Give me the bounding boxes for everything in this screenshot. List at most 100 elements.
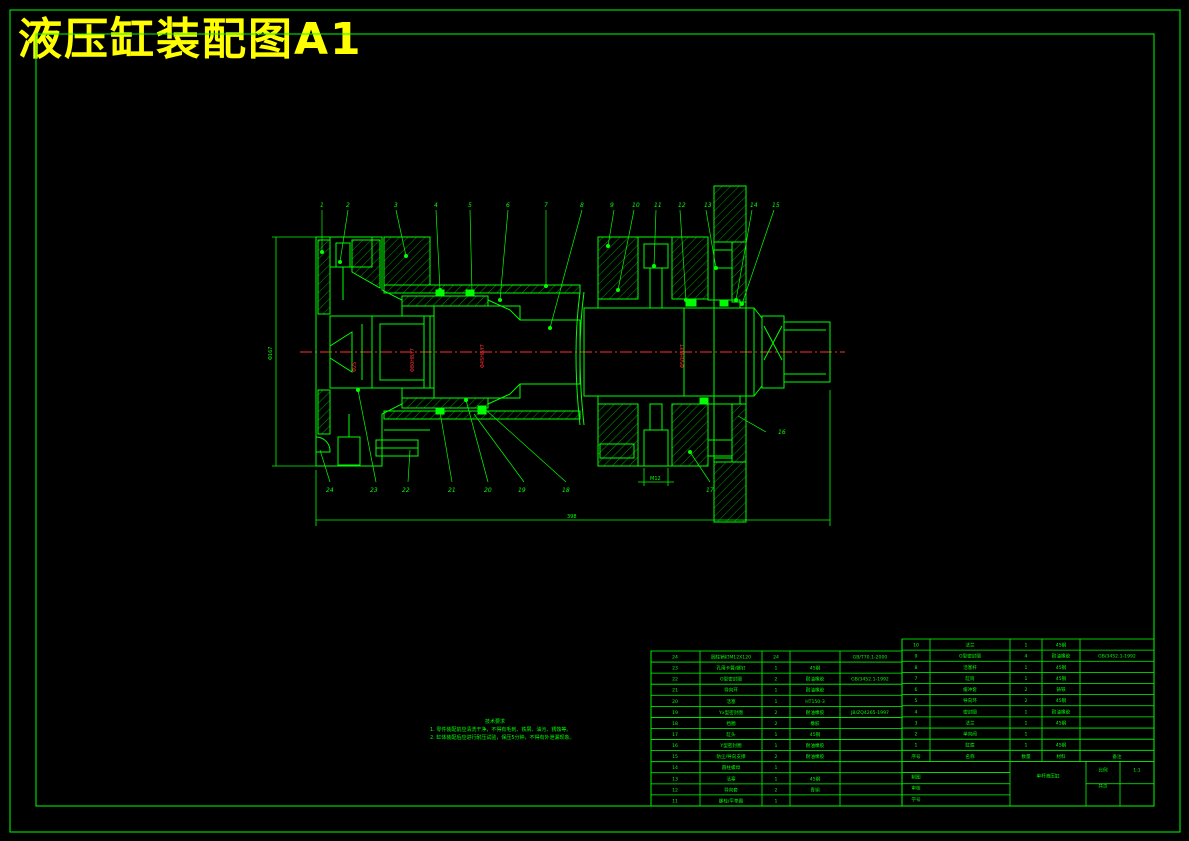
bom-row-material: 45钢 xyxy=(1056,719,1067,726)
dim-bore: Φ80H8/f7 xyxy=(410,348,416,372)
port-block xyxy=(383,236,431,286)
callout-leaders-bottom xyxy=(319,389,711,483)
bom-row-qty: 1 xyxy=(775,765,778,771)
bom-row-name: 圆柱螺母 xyxy=(722,764,741,771)
bom-row-std: GB/3452.1-1992 xyxy=(851,677,889,683)
callout-number: 12 xyxy=(678,202,686,209)
bom-row-name: 孔用卡簧/螺钉 xyxy=(716,665,746,672)
bom-row-material: HT150-3 xyxy=(805,699,825,705)
bom-row-material: 45钢 xyxy=(810,731,821,738)
bom-row-qty: 2 xyxy=(775,787,778,793)
callout-number: 11 xyxy=(654,202,662,209)
bom-row-material: 45钢 xyxy=(1056,664,1067,671)
bom-row-name: 密封圈 xyxy=(963,708,977,715)
bom-row-name: 挡圈 xyxy=(726,720,736,727)
bom-header-remark: 备注 xyxy=(1112,753,1122,760)
bom-row-name: 法兰 xyxy=(965,642,975,649)
callout-number: 20 xyxy=(484,487,492,494)
bom-row-no: 7 xyxy=(915,676,918,682)
bom-row-qty: 1 xyxy=(775,743,778,749)
piston-rod-large xyxy=(433,305,581,399)
bom-row-no: 1 xyxy=(915,743,918,749)
title-block-sheet: 共页 xyxy=(1098,782,1108,789)
break-line xyxy=(575,291,581,426)
bom-row-name: 导向环 xyxy=(724,687,738,694)
bom-row-std: JB/ZQ4265-1997 xyxy=(850,710,889,716)
bom-row-qty: 1 xyxy=(1025,676,1028,682)
callout-number: 13 xyxy=(704,202,712,209)
callout-number: 22 xyxy=(402,487,410,494)
callout-leaders-top xyxy=(321,209,775,433)
bom-row-qty: 1 xyxy=(1025,732,1028,738)
bom-row-material: 45钢 xyxy=(810,775,821,782)
bom-row-no: 19 xyxy=(672,710,678,716)
bom-row-material: 耐油橡胶 xyxy=(806,687,825,694)
bom-row-name: 活塞 xyxy=(726,775,736,782)
callout-number: 4 xyxy=(434,202,438,209)
bom-row-name: 导向套 xyxy=(724,786,738,793)
bom-row-name: 法兰 xyxy=(965,719,975,726)
bom-row-name: Y型密封圈 xyxy=(719,742,742,749)
bom-row-no: 21 xyxy=(672,688,678,694)
end-cap-hatch xyxy=(317,239,381,435)
callout-dots xyxy=(320,244,744,454)
bom-row-name: O型密封圈 xyxy=(720,676,742,683)
bom-row-name: 螺栓/平垫圈 xyxy=(719,797,744,804)
bom-row-name: 缓冲套 xyxy=(963,686,977,693)
bom-row-no: 11 xyxy=(672,798,678,804)
bom-header-qty: 数量 xyxy=(1021,753,1031,760)
bom-row-material: 铸铁 xyxy=(1056,686,1066,693)
bom-row-no: 15 xyxy=(672,754,678,760)
bom-row-material: 45钢 xyxy=(1056,642,1067,649)
callout-number: 8 xyxy=(580,202,584,209)
callout-number: 10 xyxy=(632,202,640,209)
bom-row-no: 24 xyxy=(672,655,678,661)
inner-border xyxy=(35,33,1155,807)
title-block-row: 学号 xyxy=(911,796,921,803)
bom-row-qty: 2 xyxy=(1025,687,1028,693)
cylinder-section-view xyxy=(300,185,845,523)
bom-row-qty: 2 xyxy=(1025,698,1028,704)
bom-row-material: 45钢 xyxy=(1056,742,1067,749)
callout-number: 21 xyxy=(448,487,456,494)
bom-row-name: 单向阀 xyxy=(963,731,977,738)
bom-row-no: 14 xyxy=(672,765,678,771)
bom-row-no: 2 xyxy=(915,732,918,738)
tech-req-line-2: 2. 缸体装配后应进行耐压试验，保压5分钟，不得有外泄漏现象。 xyxy=(430,735,575,741)
callout-number: 17 xyxy=(706,487,714,494)
callout-number: 1 xyxy=(320,202,324,209)
bom-row-name: 导向环 xyxy=(963,697,977,704)
bom-row-qty: 1 xyxy=(1025,720,1028,726)
bom-row-no: 17 xyxy=(672,732,678,738)
callout-number: 7 xyxy=(544,202,548,209)
dim-rod2: Φ50H8/f7 xyxy=(680,344,686,368)
callout-number: 2 xyxy=(346,202,350,209)
title-block-scale: 1:1 xyxy=(1133,767,1140,773)
technical-requirements: 技术要求 1. 零件装配前应清洗干净，不得有毛刺、铁屑、油污、锈蚀等。 2. 缸… xyxy=(430,718,575,742)
callout-number: 9 xyxy=(610,202,614,209)
bom-row-no: 8 xyxy=(915,665,918,671)
bom-row-qty: 1 xyxy=(775,666,778,672)
callout-number: 23 xyxy=(370,487,378,494)
callout-number: 15 xyxy=(772,202,780,209)
bom-row-no: 9 xyxy=(915,654,918,660)
callout-number: 24 xyxy=(326,487,334,494)
bom-row-no: 16 xyxy=(672,743,678,749)
rear-end-cap xyxy=(315,236,403,467)
callout-number: 18 xyxy=(562,487,570,494)
outer-border xyxy=(9,9,1181,833)
bom-row-name: 活塞杆 xyxy=(963,664,977,671)
bom-row-qty: 2 xyxy=(775,754,778,760)
bom-row-qty: 1 xyxy=(1025,665,1028,671)
inner-dimensions: Φ80H8/f7 Φ45H8/f7 Φ50H8/f7 Φ25 xyxy=(352,344,686,372)
bom-row-no: 4 xyxy=(915,709,918,715)
bom-row-qty: 1 xyxy=(775,699,778,705)
dimension-lines xyxy=(272,236,831,526)
bom-row-qty: 2 xyxy=(775,677,778,683)
bom-row-no: 3 xyxy=(915,720,918,726)
bom-row-qty: 2 xyxy=(775,721,778,727)
callout-number: 14 xyxy=(750,202,758,209)
